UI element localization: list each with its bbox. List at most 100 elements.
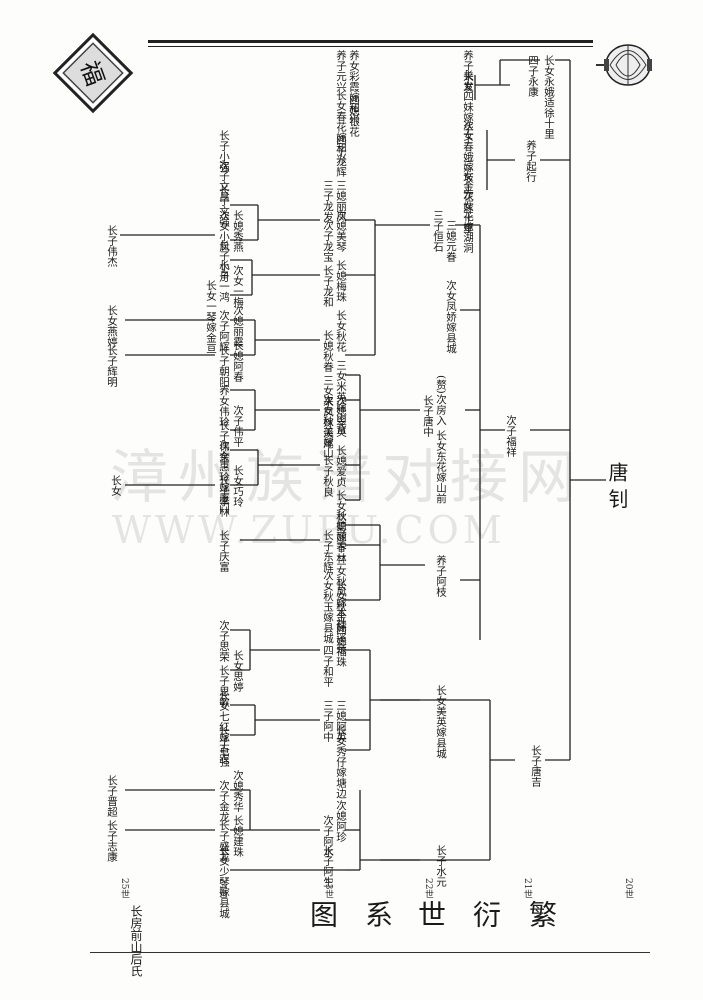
person-entry: 次媳秀华 (232, 770, 244, 812)
person-entry: 三女金花嫁十里 (462, 160, 474, 234)
person-entry: 四子和平 (322, 645, 334, 687)
person-entry: 长媳爱贞 (335, 445, 347, 487)
person-entry: 次女秋玉嫁县城 (322, 570, 334, 644)
document-frame-bottom (90, 952, 650, 953)
person-entry: 长女思婷 (232, 650, 244, 692)
person-entry: 长子小强 (218, 130, 230, 172)
fu-emblem-icon: 福 (52, 32, 134, 114)
person-entry: 长子伟杰 (106, 225, 118, 267)
person-entry: 长子龙和 (322, 265, 334, 307)
document-frame-top (148, 40, 593, 43)
generation-label-25: 25世 (119, 878, 129, 899)
person-entry: 长子东辉 (322, 530, 334, 572)
person-entry: 次女惠玲嫁厦门 (218, 440, 230, 514)
watermark-en: WWW.ZUPU.COM (112, 508, 506, 552)
person-entry: 次女秋美嫁山 (322, 395, 334, 458)
generation-label-23: 23世 (323, 878, 333, 899)
person-entry: 三女米英嫁山背 (335, 360, 347, 434)
title-char-2: 衍 (469, 900, 502, 928)
root-name: 唐 钊 (605, 462, 629, 509)
person-entry: 长女秋菊嫁下林 (335, 490, 347, 564)
person-entry: 养女伟玲 (218, 385, 230, 427)
person-entry: 养子元兴 (335, 50, 347, 92)
person-entry: 次媳美琴 (335, 210, 347, 252)
person-entry: 长女燕婷 (106, 305, 118, 347)
person-entry: 长子伟金 (218, 420, 230, 462)
person-entry: 次媳丽霞 (232, 305, 244, 347)
person-entry: 长子志康 (106, 820, 118, 862)
title-char-5: 图 (306, 900, 339, 928)
person-entry: 次女花嫁湖洞 (462, 190, 474, 253)
person-entry: 养子起行 (525, 140, 537, 182)
person-entry: 长女一琴嫁金亘 (205, 280, 217, 354)
generation-label-21: 21世 (522, 878, 532, 899)
person-entry: 次媳阿珍 (335, 800, 347, 842)
generation-label-22: 22世 (423, 878, 433, 899)
person-entry: 长子唐中 (422, 395, 434, 437)
person-entry: 次子金龙 (218, 780, 230, 822)
title-subtitle: 长房前山后氏 (129, 905, 143, 977)
person-entry: 长女东花嫁山前 (435, 430, 447, 504)
person-entry: 长子文强 (218, 185, 230, 227)
title-char-3: 世 (414, 900, 447, 928)
person-entry: 次女小凤 (218, 210, 230, 252)
person-entry: 长媳梅珠 (335, 260, 347, 302)
document-frame-top-inner (148, 46, 593, 47)
person-entry: 长子秋良 (322, 455, 334, 497)
generation-label-20: 20世 (623, 878, 633, 899)
person-entry: 养女彩霞嫁和兴 (348, 50, 360, 124)
person-entry: 次女凤娇嫁县城 (445, 280, 457, 354)
person-entry: 长子阿生 (322, 845, 334, 887)
person-entry: 长媳建珠 (232, 815, 244, 857)
person-entry: 次子思荣 (218, 620, 230, 662)
person-entry: 四子永康 (527, 55, 539, 97)
person-entry: 长子思敏 (218, 665, 230, 707)
person-entry: 次媳翠英 (335, 395, 347, 437)
person-entry: 长子晋超 (106, 775, 118, 817)
person-entry: 长媳秀燕 (232, 210, 244, 252)
person-entry: 三女来凤嫁溪尾 (322, 375, 334, 449)
person-entry: 长子七强 (218, 725, 230, 767)
lantern-icon (596, 44, 652, 86)
person-entry: 三子阿中 (322, 700, 334, 742)
person-entry: 长子辉明 (106, 345, 118, 387)
person-entry: 长子朝阳 (218, 345, 230, 387)
person-entry: 四媳福珠 (335, 625, 347, 667)
person-entry: 四子龙辉 (335, 135, 347, 177)
person-entry: 养子阿枝 (435, 555, 447, 597)
person-entry: 长女秋金嫁溪亲 (335, 580, 347, 654)
person-entry: 次子文昌 (218, 160, 230, 202)
person-entry: 长子李林 (218, 475, 230, 517)
person-entry: 次子福祥 (505, 415, 517, 457)
person-entry: 次女春娥嫁坂上 (462, 120, 474, 194)
person-entry: 四媳银花 (348, 95, 360, 137)
person-entry: 三女秋凤嫁本社 (335, 555, 347, 629)
person-entry: 长媳阿春 (232, 340, 244, 382)
person-entry: 三子龙发 (322, 180, 334, 222)
person-entry: 长女少琴嫁县城 (218, 845, 230, 919)
person-entry: 三媳元眷 (445, 220, 457, 262)
person-entry: 长女秀仔嫁塘边 (335, 725, 347, 799)
watermark-cn: 漳州族谱对接网 (110, 443, 587, 511)
person-entry: 长子小月 (218, 240, 230, 282)
title-char-1: 繁 (525, 900, 558, 928)
person-entry: 长子盛龙 (218, 820, 230, 862)
person-entry: 次女一梅 (232, 265, 244, 307)
person-entry: 长子唐吉 (530, 745, 542, 787)
person-entry: 长女美英嫁县城 (435, 685, 447, 759)
person-entry: 长子水元 (435, 845, 447, 887)
person-entry: 三媳阿英 (335, 700, 347, 742)
person-entry: 次子龙宝 (322, 220, 334, 262)
person-entry: 长女七红嫁古农 (218, 690, 230, 764)
person-entry: 次子阿水 (322, 815, 334, 857)
person-entry: 次子阿辉 (218, 310, 230, 352)
person-entry: 长子一鸿 (218, 260, 230, 302)
person-entry: 长女 (110, 475, 122, 496)
person-entry: 长子庆富 (218, 530, 230, 572)
person-entry: 长女春花嫁和兴 (335, 90, 347, 164)
person-entry: 长媳丽春 (335, 510, 347, 552)
person-entry: 养子来发 (462, 50, 474, 92)
person-entry: 长女四妹嫁华下 (462, 70, 474, 144)
person-entry: 长女秋花 (335, 310, 347, 352)
